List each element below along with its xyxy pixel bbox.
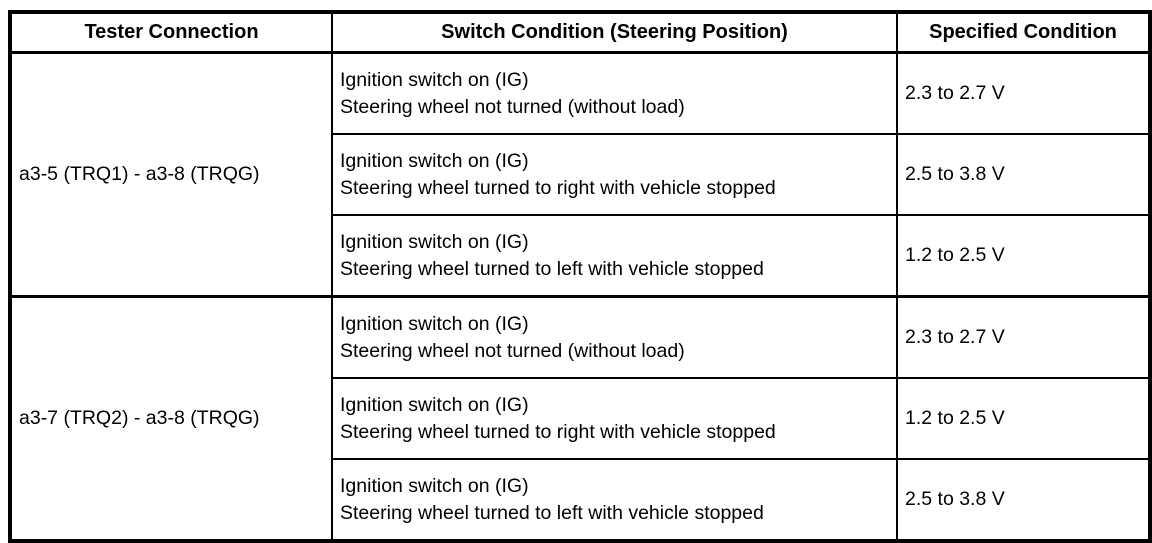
column-header-specified-condition: Specified Condition [896,11,1151,54]
specified-condition-cell: 2.3 to 2.7 V [896,295,1151,379]
switch-condition-cell: Ignition switch on (IG) Steering wheel t… [331,214,898,298]
specified-condition-cell: 2.5 to 3.8 V [896,133,1151,216]
spec-table-container: Tester Connection Switch Condition (Stee… [8,10,1152,543]
table-row: a3-5 (TRQ1) - a3-8 (TRQG) Ignition switc… [9,51,1151,298]
table-row: Ignition switch on (IG) Steering wheel t… [10,377,1151,460]
condition-line: Ignition switch on (IG) [340,312,529,335]
condition-line: Steering wheel turned to left with vehic… [340,257,764,280]
condition-line: Ignition switch on (IG) [340,149,529,172]
table-row: Ignition switch on (IG) Steering wheel t… [10,214,1151,298]
condition-line: Ignition switch on (IG) [340,474,529,497]
condition-line: Steering wheel not turned (without load) [340,339,685,362]
specified-condition-cell: 1.2 to 2.5 V [896,377,1151,460]
column-header-switch-condition: Switch Condition (Steering Position) [331,11,898,54]
switch-condition-cell: Ignition switch on (IG) Steering wheel n… [331,295,898,379]
condition-line: Steering wheel turned to right with vehi… [340,420,776,443]
header-row: Tester Connection Switch Condition (Stee… [9,11,1151,54]
specified-condition-cell: 2.3 to 2.7 V [896,51,1151,135]
column-header-tester-connection: Tester Connection [9,11,333,54]
switch-condition-cell: Ignition switch on (IG) Steering wheel n… [331,51,898,135]
spec-table: Tester Connection Switch Condition (Stee… [8,10,1152,543]
condition-line: Ignition switch on (IG) [340,393,529,416]
tester-connection-cell-trq2: a3-7 (TRQ2) - a3-8 (TRQG) [9,295,333,542]
switch-condition-cell: Ignition switch on (IG) Steering wheel t… [331,458,898,542]
condition-line: Steering wheel turned to right with vehi… [340,176,776,199]
condition-line: Steering wheel not turned (without load) [340,95,685,118]
condition-line: Steering wheel turned to left with vehic… [340,501,764,524]
condition-line: Ignition switch on (IG) [340,230,529,253]
table-row: Ignition switch on (IG) Steering wheel t… [10,133,1151,216]
tester-connection-cell-trq1: a3-5 (TRQ1) - a3-8 (TRQG) [9,51,333,298]
specified-condition-cell: 2.5 to 3.8 V [896,458,1151,542]
specified-condition-cell: 1.2 to 2.5 V [896,214,1151,298]
switch-condition-cell: Ignition switch on (IG) Steering wheel t… [331,377,898,460]
condition-line: Ignition switch on (IG) [340,68,529,91]
table-row: a3-7 (TRQ2) - a3-8 (TRQG) Ignition switc… [9,295,1151,542]
switch-condition-cell: Ignition switch on (IG) Steering wheel t… [331,133,898,216]
